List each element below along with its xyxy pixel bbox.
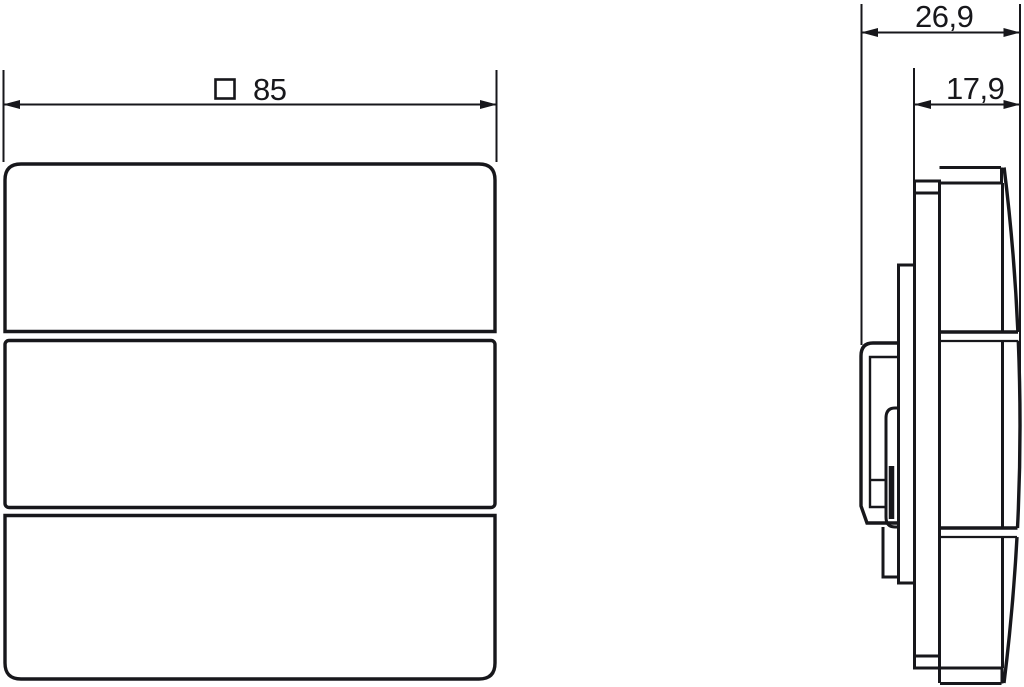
front-width-dimension: 85: [2, 70, 498, 162]
box-inner-line: [868, 355, 898, 509]
box-outline: [859, 341, 898, 525]
front-view: 85: [2, 70, 498, 681]
arrowhead-right-icon: [480, 100, 497, 109]
mounting-plate: [897, 263, 914, 585]
square-dimension-symbol-icon: [214, 78, 236, 100]
arrowhead-left-icon: [3, 100, 20, 109]
rocker-profile: [939, 166, 1022, 685]
arrowhead-left-icon: [861, 28, 878, 37]
arrowhead-right-icon: [1003, 100, 1021, 109]
rocker-bottom: [3, 513, 497, 681]
box-foot: [881, 527, 898, 579]
frame-bottom-cap: [913, 654, 941, 670]
box-latch-bump: [884, 406, 898, 529]
rocker-front-curve-top: [1002, 167, 1020, 333]
rocker-middle: [3, 338, 497, 510]
side-front-depth-dimension: 17,9: [913, 68, 1021, 181]
width-value-label: 85: [253, 72, 286, 107]
side-view: 26,9 17,9: [859, 0, 1022, 685]
arrowhead-right-icon: [1003, 28, 1021, 37]
side-total-depth-dimension: 26,9: [860, 0, 1021, 420]
rocker-front-curve-bottom: [1002, 536, 1019, 684]
front-depth-value-label: 17,9: [946, 71, 1004, 106]
rocker-top: [3, 162, 497, 334]
total-depth-value-label: 26,9: [915, 0, 973, 34]
arrowhead-left-icon: [914, 100, 931, 109]
flush-mount-box: [859, 341, 898, 579]
frame-top-cap: [913, 179, 941, 195]
frame-profile: [913, 179, 941, 683]
rocker-front-curve-middle: [1015, 340, 1022, 529]
